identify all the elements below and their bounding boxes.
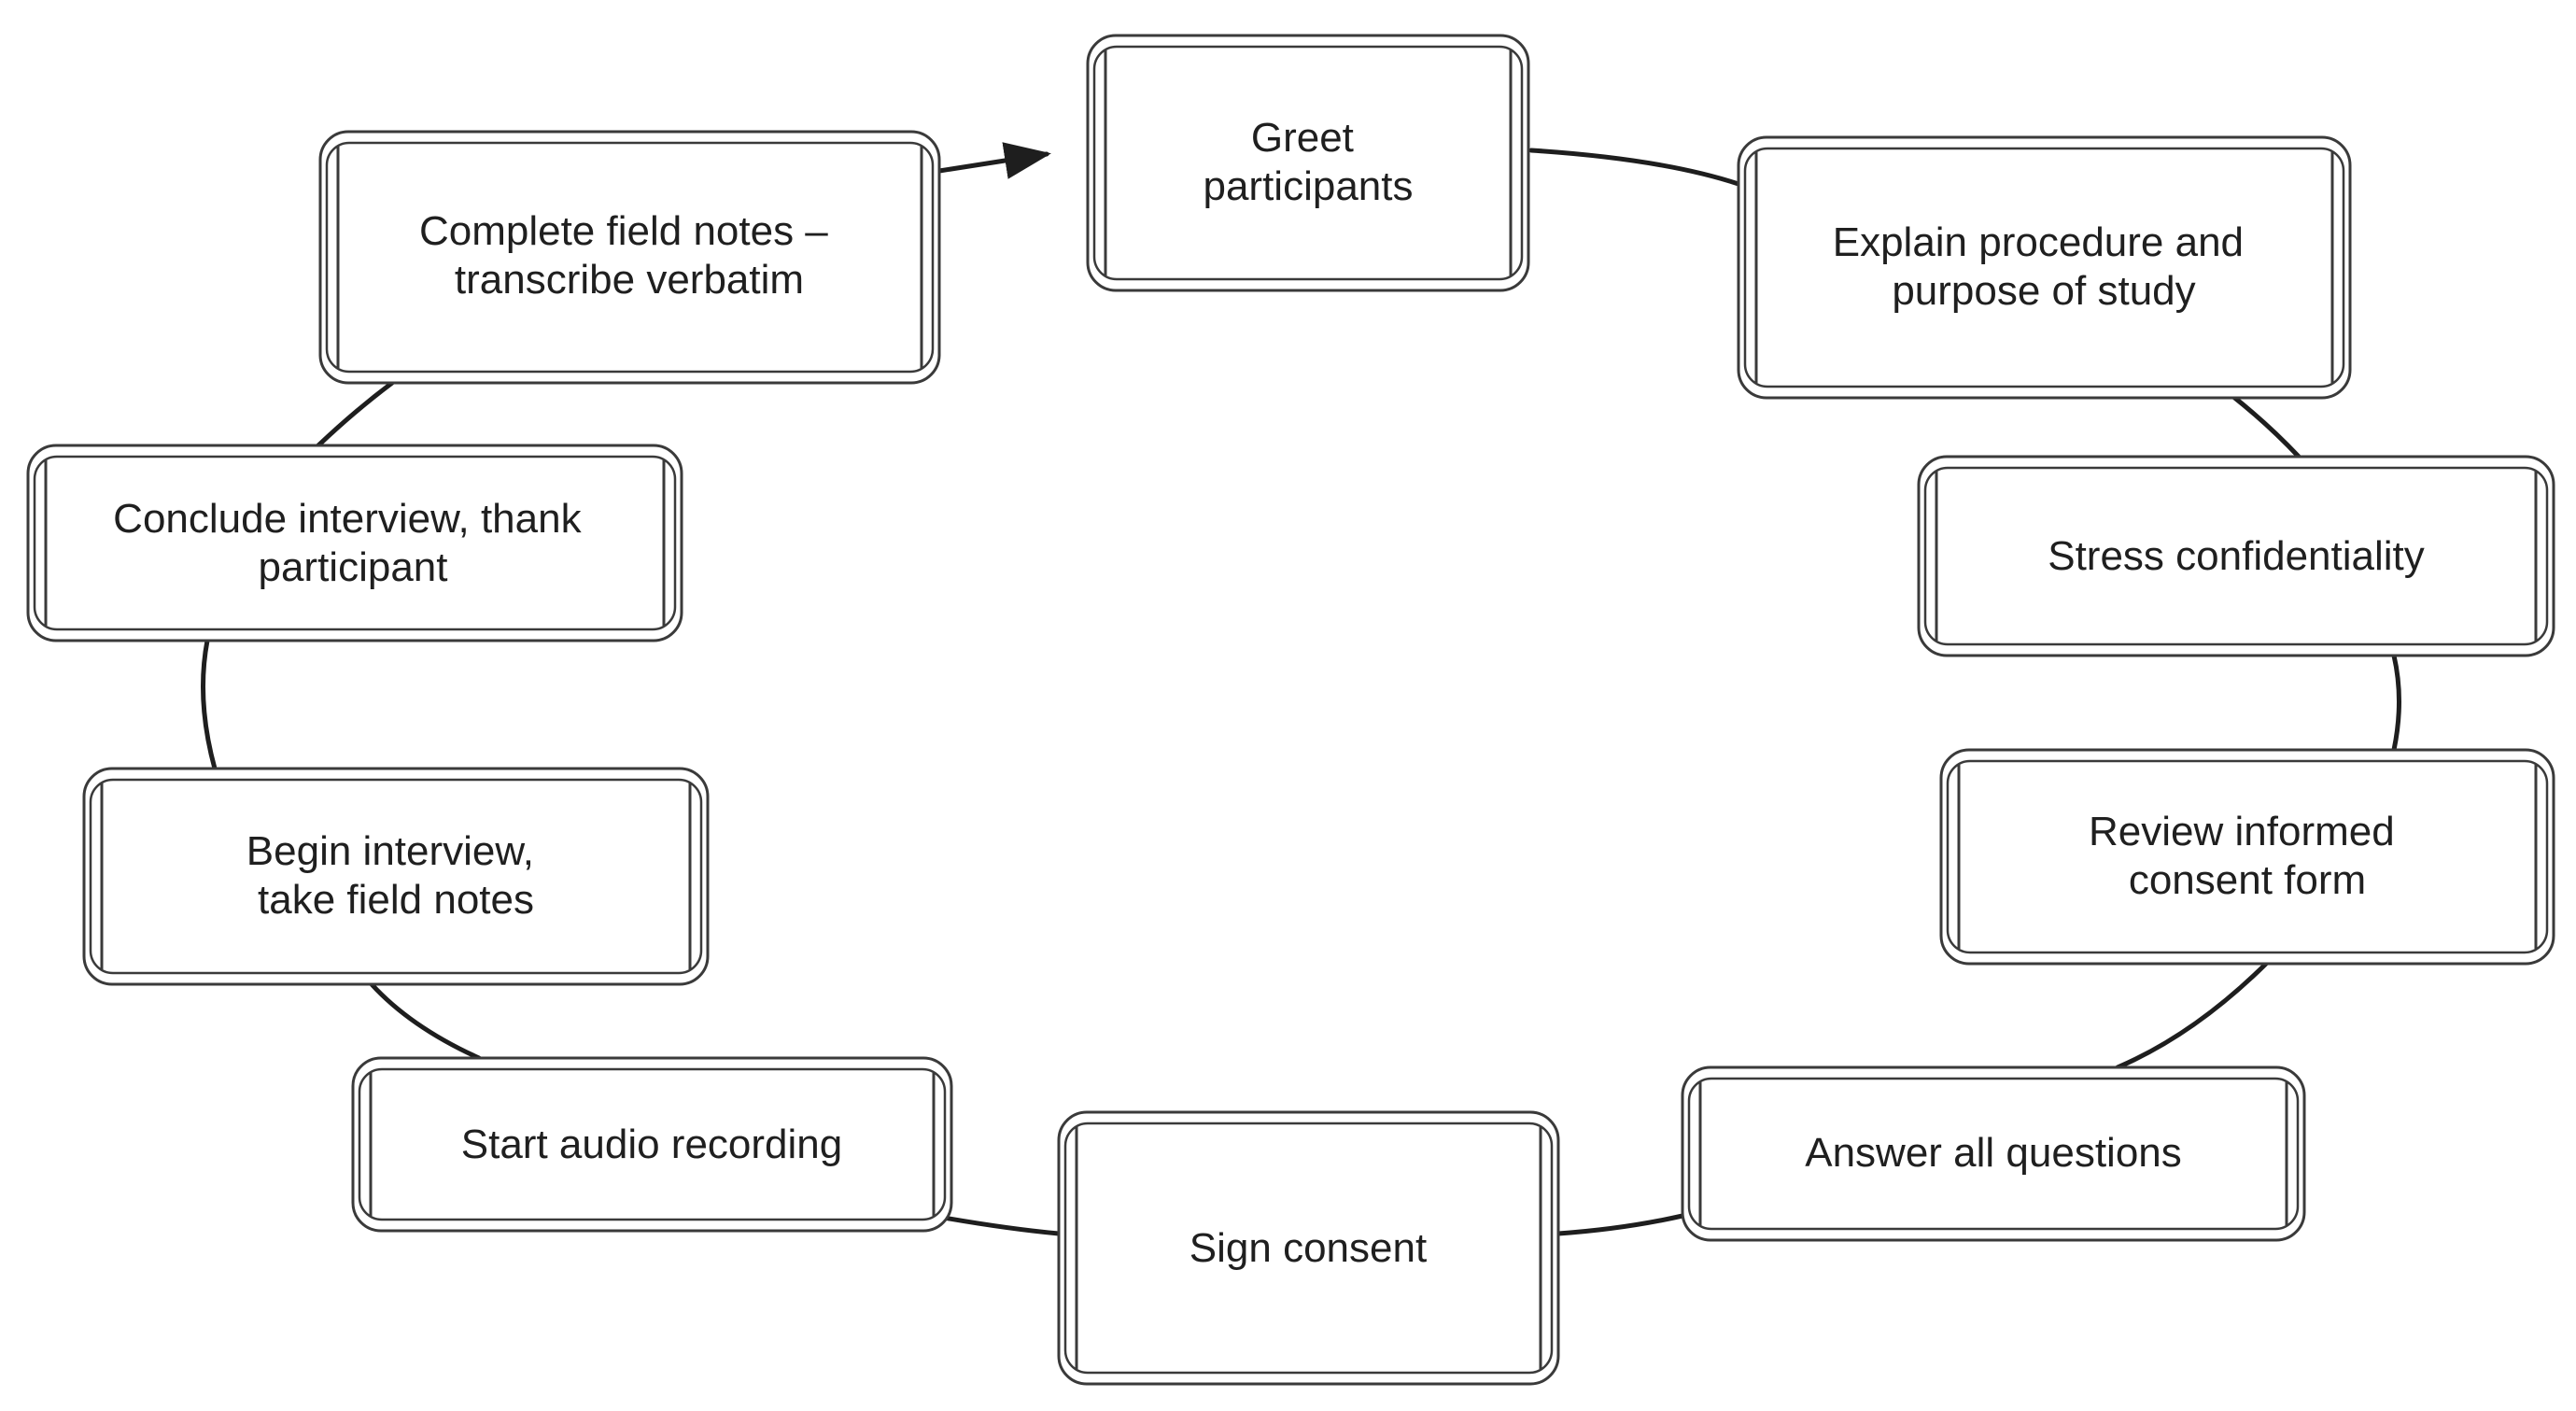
svg-text:Sign consent: Sign consent [1189, 1225, 1427, 1271]
step-review: Review informed consent form [1939, 748, 2555, 966]
svg-text:Stress confidentiality: Stress confidentiality [2048, 533, 2425, 579]
connectors [201, 142, 2401, 1236]
step-stress: Stress confidentiality [1917, 455, 2555, 657]
step-stress-line-1: Stress confidentiality [2048, 533, 2425, 579]
step-complete: Complete field notes – transcribe verbat… [318, 130, 941, 385]
connector-explain-to-stress [2230, 393, 2302, 459]
svg-text:Review informed consent: Review informed consent form [2089, 809, 2406, 903]
step-sign-line-1: Sign consent [1189, 1225, 1427, 1271]
step-begin-line-1: Begin interview, [246, 828, 534, 874]
step-greet-line-1: Greet [1251, 115, 1354, 161]
step-review-line-2: consent form [2129, 857, 2366, 903]
connector-greet-to-explain [1528, 148, 1741, 187]
connector-conclude-to-complete [316, 380, 395, 448]
step-explain-line-2: purpose of study [1892, 268, 2195, 314]
step-complete-line-1: Complete field notes – [419, 208, 828, 254]
step-conclude: Conclude interview, thank participant [26, 444, 683, 642]
step-answer: Answer all questions [1681, 1065, 2306, 1242]
step-begin-line-2: take field notes [258, 877, 534, 923]
connector-review-to-answer [2115, 961, 2269, 1070]
connector-answer-to-sign [1555, 1213, 1685, 1236]
step-conclude-line-1: Conclude interview, thank [113, 496, 582, 542]
step-review-line-1: Review informed [2089, 809, 2395, 854]
svg-text:Explain procedure and pu: Explain procedure and purpose of study [1833, 219, 2256, 314]
step-explain: Explain procedure and purpose of study [1737, 135, 2352, 400]
step-complete-line-2: transcribe verbatim [455, 257, 804, 303]
step-sign: Sign consent [1057, 1110, 1560, 1386]
svg-text:Conclude interview, thank: Conclude interview, thank participant [113, 496, 593, 590]
connector-audio-to-begin [369, 981, 482, 1061]
step-greet-line-2: participants [1203, 163, 1413, 209]
step-greet: Greet participants [1086, 34, 1530, 292]
connector-begin-to-conclude [201, 638, 218, 771]
svg-text:Greet participants: Greet participants [1203, 115, 1413, 209]
svg-text:Complete field notes – t: Complete field notes – transcribe verbat… [419, 208, 839, 303]
connector-complete-to-greet-arrow [936, 142, 1051, 179]
connector-stress-to-review [2391, 653, 2401, 753]
svg-text:Begin interview, take fi: Begin interview, take field notes [246, 828, 545, 923]
svg-text:Start audio recording: Start audio recording [461, 1122, 842, 1167]
step-conclude-line-2: participant [258, 544, 447, 590]
step-begin: Begin interview, take field notes [82, 767, 710, 986]
svg-text:Answer all questions: Answer all questions [1805, 1130, 2182, 1176]
step-audio-line-1: Start audio recording [461, 1122, 842, 1167]
step-explain-line-1: Explain procedure and [1833, 219, 2244, 265]
connector-sign-to-audio [941, 1215, 1062, 1236]
step-answer-line-1: Answer all questions [1805, 1130, 2182, 1176]
step-audio: Start audio recording [351, 1056, 953, 1233]
